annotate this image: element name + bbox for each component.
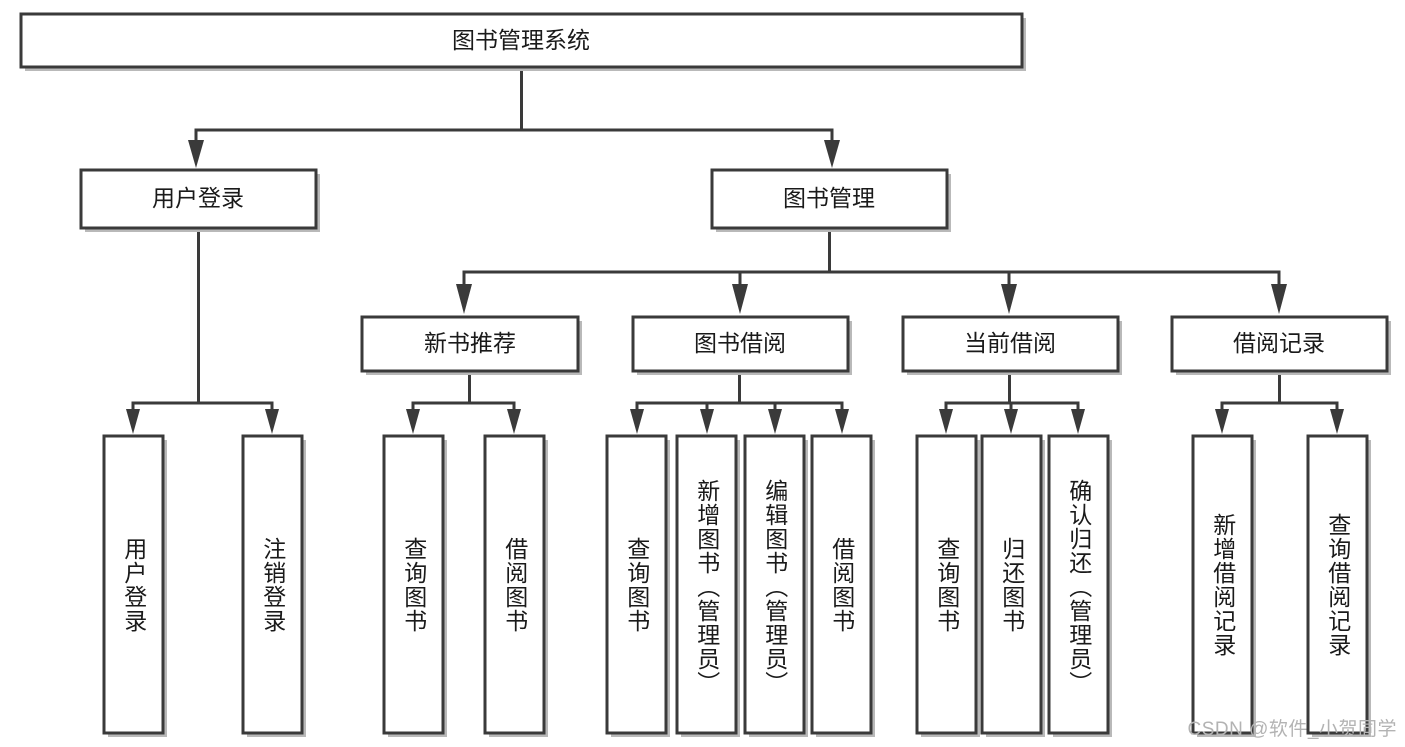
arrow-head-icon <box>1215 409 1229 434</box>
leaf-rect-query-book-2[interactable] <box>605 434 668 735</box>
leaf-rect-query-record[interactable] <box>1306 434 1369 735</box>
leaf-rect-borrow-book-2[interactable] <box>810 434 873 735</box>
node-book-management[interactable]: 图书管理 <box>710 168 951 232</box>
node-user-login[interactable]: 用户登录 <box>79 168 320 232</box>
arrow-head-icon <box>1004 409 1018 434</box>
node-rect <box>1170 315 1389 373</box>
arrow-head-icon <box>1071 409 1085 434</box>
arrow-head-icon <box>188 140 204 168</box>
node-rect <box>631 315 850 373</box>
node-label-root: 图书管理系统 <box>452 27 590 53</box>
arrow-head-icon <box>700 409 714 434</box>
leaf-rect-user-login[interactable] <box>102 434 165 735</box>
arrow-head-icon <box>732 284 748 314</box>
arrow-head-icon <box>1271 284 1287 314</box>
leaf-rect-query-book-3[interactable] <box>915 434 978 735</box>
arrow-head-icon <box>507 409 521 434</box>
node-borrow-record[interactable]: 借阅记录 <box>1170 315 1391 375</box>
csdn-watermark: CSDN @软件_小贺同学 <box>1187 719 1397 740</box>
leaf-rect-confirm-return[interactable] <box>1047 434 1110 735</box>
leaf-rect-borrow-book-1[interactable] <box>483 434 546 735</box>
connector-newbook-to-leaves <box>406 373 521 434</box>
connector-bookmgmt-to-level3 <box>456 230 1287 314</box>
leaf-rect-user-logout[interactable] <box>241 434 304 735</box>
node-rect <box>901 315 1120 373</box>
leaf-rect-return-book[interactable] <box>980 434 1043 735</box>
arrow-head-icon <box>1330 409 1344 434</box>
node-label-book-borrow: 图书借阅 <box>694 330 786 356</box>
connector-bookborrow-to-leaves <box>630 373 849 434</box>
node-root[interactable]: 图书管理系统 <box>19 12 1026 71</box>
node-book-borrow[interactable]: 图书借阅 <box>631 315 852 375</box>
arrow-head-icon <box>824 140 840 168</box>
leaf-rect-add-book[interactable] <box>675 434 738 735</box>
node-new-book-recommend[interactable]: 新书推荐 <box>360 315 582 375</box>
node-label-borrow-record: 借阅记录 <box>1233 330 1325 356</box>
node-label-current-borrow: 当前借阅 <box>964 330 1056 356</box>
arrow-head-icon <box>835 409 849 434</box>
arrow-head-icon <box>630 409 644 434</box>
node-label-user-login: 用户登录 <box>152 185 244 211</box>
leaf-rect-query-book-1[interactable] <box>382 434 445 735</box>
arrow-head-icon <box>406 409 420 434</box>
node-current-borrow[interactable]: 当前借阅 <box>901 315 1122 375</box>
leaf-rect-edit-book[interactable] <box>743 434 806 735</box>
node-rect <box>710 168 949 230</box>
connector-currentborrow-to-leaves <box>939 373 1085 434</box>
arrow-head-icon <box>1001 284 1017 314</box>
connector-root-to-level2 <box>188 65 840 168</box>
arrow-head-icon <box>265 409 279 434</box>
connector-userlogin-to-leaves <box>126 230 279 434</box>
leaf-node-boxes <box>102 434 1371 737</box>
arrow-head-icon <box>126 409 140 434</box>
node-label-book-management: 图书管理 <box>783 185 875 211</box>
node-rect <box>79 168 318 230</box>
node-rect <box>19 12 1024 69</box>
arrow-head-icon <box>456 284 472 314</box>
arrow-head-icon <box>768 409 782 434</box>
node-rect <box>360 315 580 373</box>
node-label-new-book-recommend: 新书推荐 <box>424 330 516 356</box>
arrow-head-icon <box>939 409 953 434</box>
leaf-rect-add-record[interactable] <box>1191 434 1254 735</box>
connector-borrowrecord-to-leaves <box>1215 373 1344 434</box>
